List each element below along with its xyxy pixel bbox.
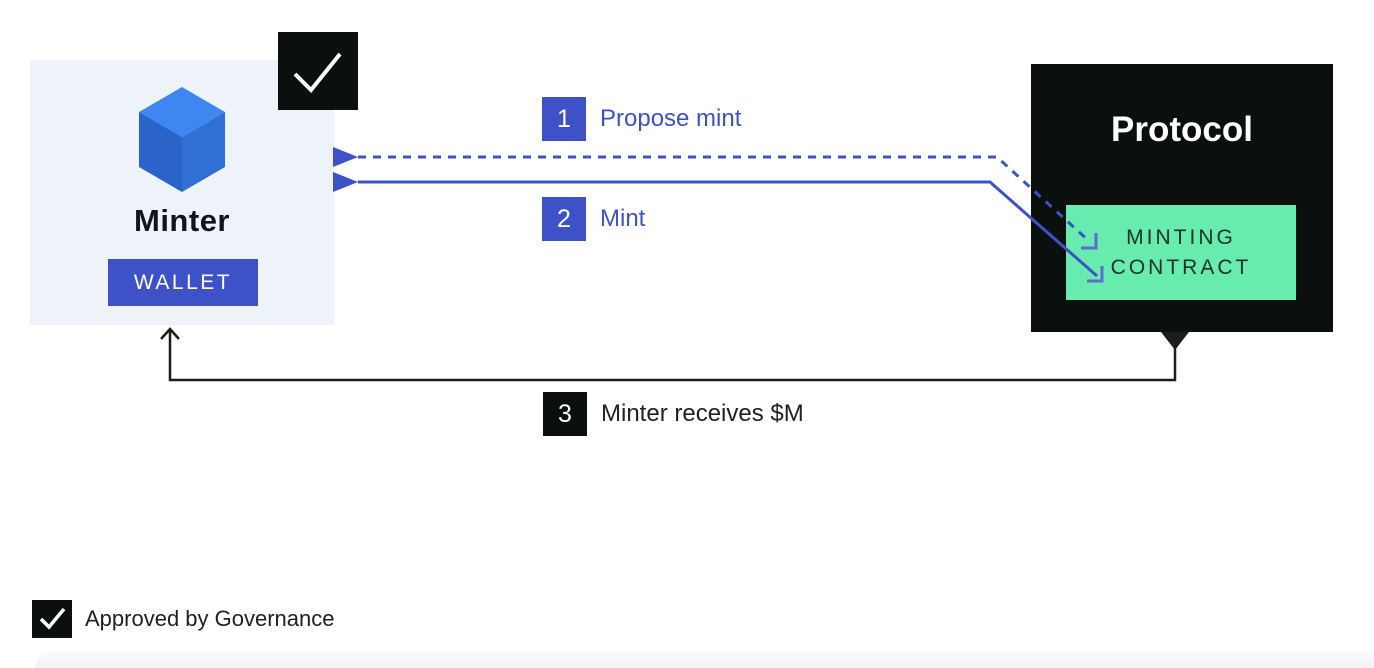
mint-arrow	[333, 172, 1104, 283]
minter-title: Minter	[134, 203, 230, 238]
protocol-title: Protocol	[1111, 110, 1253, 149]
legend-approved-by-governance: Approved by Governance	[32, 600, 335, 638]
approved-badge	[278, 32, 358, 110]
wallet-chip-label: WALLET	[133, 270, 233, 294]
checkmark-icon	[293, 52, 342, 93]
cube-icon	[139, 87, 225, 192]
receive-arrow	[160, 327, 1189, 382]
minting-contract-label: MINTING CONTRACT	[1110, 225, 1252, 279]
step-minter-receives: 3 Minter receives $M	[543, 392, 804, 436]
legend-label: Approved by Governance	[85, 606, 335, 631]
minting-contract-box: MINTING CONTRACT	[1066, 205, 1296, 300]
step-number-badge: 1	[542, 97, 586, 141]
bottom-panel-edge	[35, 652, 1374, 668]
checkmark-icon	[32, 600, 72, 638]
step-label: Mint	[600, 205, 646, 232]
step-number-badge: 3	[543, 392, 587, 436]
protocol-box: Protocol MINTING CONTRACT	[1031, 64, 1333, 332]
minter-panel: Minter WALLET	[30, 60, 334, 325]
propose-mint-arrow	[333, 147, 1098, 250]
step-mint: 2 Mint	[542, 197, 645, 241]
step-label: Propose mint	[600, 105, 742, 132]
wallet-chip: WALLET	[108, 259, 258, 306]
step-number-badge: 2	[542, 197, 586, 241]
step-label: Minter receives $M	[601, 400, 804, 427]
step-propose-mint: 1 Propose mint	[542, 97, 741, 141]
